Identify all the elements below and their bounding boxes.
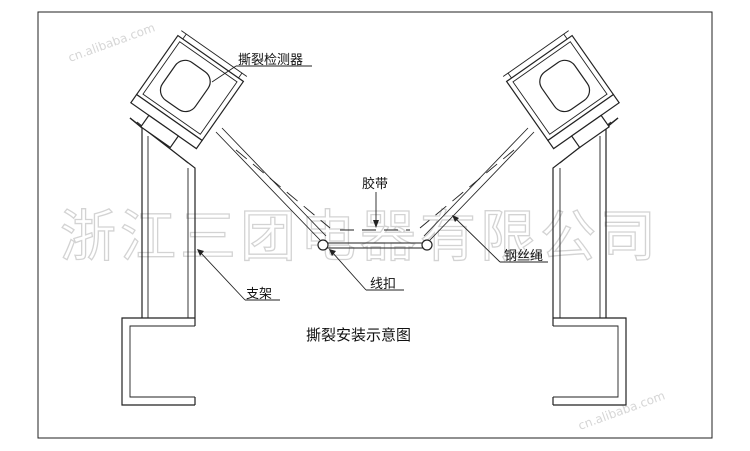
label-wire-rope: 钢丝绳	[504, 249, 543, 264]
watermark-url-top: cn.alibaba.com	[66, 20, 157, 64]
buckle-right	[421, 239, 433, 251]
right-detector	[502, 30, 620, 150]
label-support: 支架	[246, 287, 272, 302]
label-detector: 撕裂检测器	[238, 53, 303, 68]
leaders	[197, 65, 548, 301]
watermark-company: 浙江三团电器有限公司	[60, 205, 660, 270]
left-detector	[130, 30, 248, 150]
drawing-frame	[37, 11, 713, 439]
label-buckle: 线扣	[370, 277, 396, 292]
buckle-left	[317, 239, 329, 251]
watermark-url-bottom: cn.alibaba.com	[576, 388, 667, 432]
diagram-caption: 撕裂安装示意图	[306, 326, 411, 344]
conveyor-belt	[235, 149, 515, 231]
label-belt: 胶带	[362, 176, 388, 192]
left-support	[121, 117, 196, 406]
